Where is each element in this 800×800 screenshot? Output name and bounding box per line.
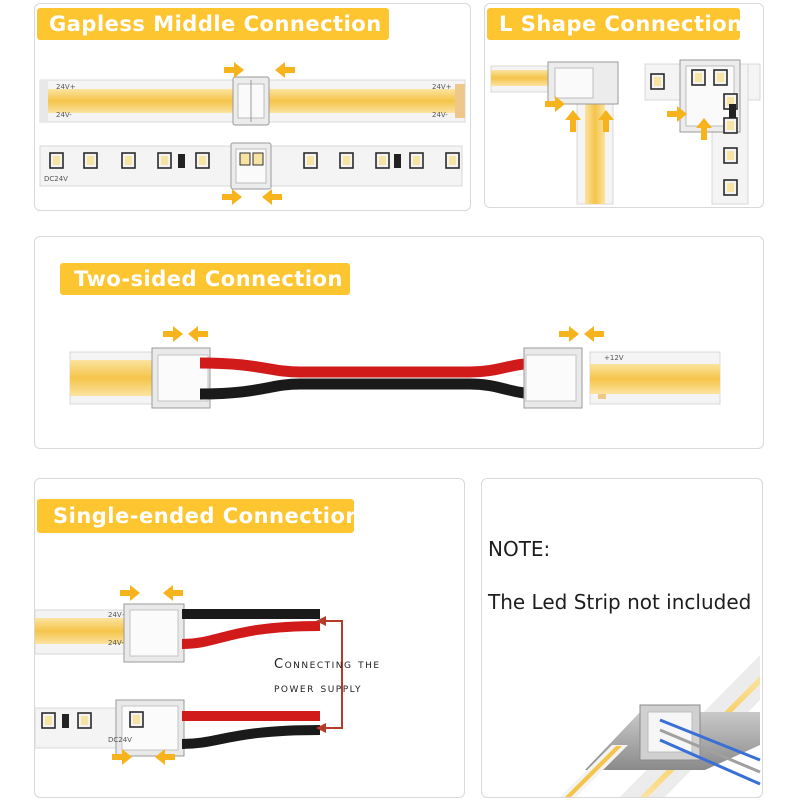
gapless-connector-bottom [230, 142, 272, 190]
caption-power-supply: power supply [274, 681, 362, 696]
arrow-right-icon [222, 189, 242, 205]
single-ended-label-dc: DC24V [108, 736, 132, 744]
arrow-left-icon [584, 326, 604, 342]
two-sided-right-connector [523, 347, 583, 409]
arrow-left-icon [188, 326, 208, 342]
single-ended-cob-strip [34, 609, 136, 655]
note-product-photo [560, 655, 761, 797]
banner-single-ended-connection: Single-ended Connection [37, 499, 360, 533]
arrow-right-icon [120, 585, 140, 601]
gapless-label-plus-right: 24V+ [432, 83, 452, 91]
single-ended-label-plus: 24V+ [108, 611, 128, 619]
l-shape-smd-strip [644, 59, 761, 205]
caption-connecting: Connecting the [274, 657, 381, 672]
banner-l-shape-connection: L Shape Connection [487, 8, 742, 40]
arrow-left-icon [275, 62, 295, 78]
two-sided-cable [199, 357, 541, 400]
arrow-right-icon [559, 326, 579, 342]
banner-two-sided-connection: Two-sided Connection [60, 263, 350, 295]
gapless-label-plus: 24V+ [56, 83, 76, 91]
single-ended-connector-top [123, 603, 185, 663]
single-ended-label-minus: 24V- [108, 639, 124, 647]
arrow-left-icon [163, 585, 183, 601]
arrow-right-icon [163, 326, 183, 342]
gapless-label-minus-right: 24V- [432, 111, 448, 119]
two-sided-right-strip [589, 351, 721, 405]
banner-gapless-middle-connection: Gapless Middle Connection [37, 8, 389, 40]
arrow-right-icon [224, 62, 244, 78]
note-heading: NOTE: [488, 537, 551, 561]
power-supply-bracket [316, 616, 343, 733]
gapless-label-dc: DC24V [44, 175, 68, 183]
arrow-left-icon [262, 189, 282, 205]
two-sided-label-plus: +12V [604, 354, 624, 362]
l-shape-cob-strip [490, 61, 619, 205]
note-text: The Led Strip not included [488, 590, 752, 614]
gapless-connector-top [232, 76, 270, 126]
single-ended-connector-bottom [115, 699, 185, 757]
gapless-label-minus: 24V- [56, 111, 72, 119]
